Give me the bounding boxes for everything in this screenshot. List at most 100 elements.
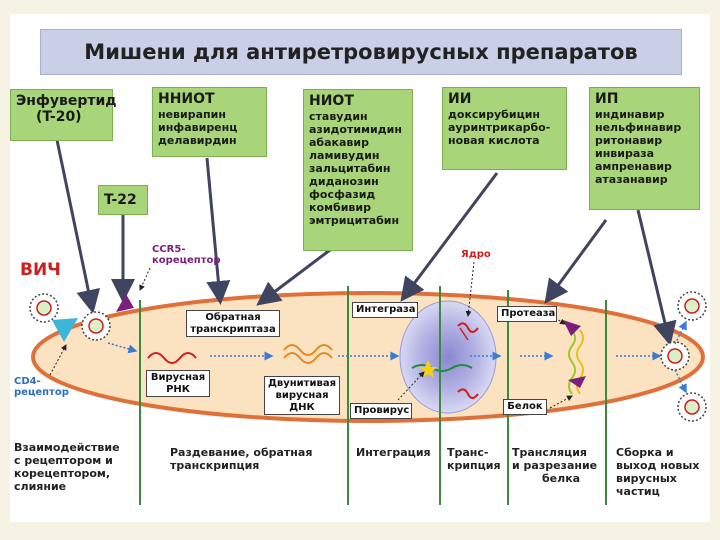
niot-item: ставудин xyxy=(309,110,368,123)
ccr5-coreceptor-shape xyxy=(116,294,134,312)
dsdna-strand-b xyxy=(283,352,333,364)
niot-item: азидотимидин xyxy=(309,123,402,136)
ii-item: доксирубицин xyxy=(448,108,541,121)
stage-line: частиц xyxy=(616,485,660,498)
viral-rna-strand xyxy=(147,352,197,364)
provirus-label: Провирус xyxy=(350,403,412,419)
stage-line: Трансляция xyxy=(512,446,587,459)
release-arrows xyxy=(674,320,687,394)
stage-line: Сборка и xyxy=(616,446,674,459)
stage-line: крипция xyxy=(447,459,501,472)
ip-item: индинавир xyxy=(595,108,665,121)
enfuvirtide-line-2: (T-20) xyxy=(36,109,82,125)
stage-caption-transcription: Транс- крипция xyxy=(447,446,501,472)
hiv-label: ВИЧ xyxy=(20,260,61,280)
protein-shape xyxy=(568,376,586,388)
stage-line: Раздевание, обратная xyxy=(170,446,313,459)
dsdna-label: Двунитивая вирусная ДНК xyxy=(264,376,340,415)
niot-heading: НИОТ xyxy=(309,93,354,109)
stage-line: с рецептором и xyxy=(14,454,113,467)
ip-item: нельфинавир xyxy=(595,121,682,134)
provirus-star xyxy=(418,360,438,378)
nniot-heading: ННИОТ xyxy=(158,91,215,107)
provirus-dna xyxy=(411,364,473,372)
stage-dividers xyxy=(139,286,607,505)
nniot-item: инфавиренц xyxy=(158,121,238,134)
dsdna-label-line: ДНК xyxy=(289,402,315,413)
protease-label: Протеаза xyxy=(497,306,557,322)
ccr5-label-line: CCR5- xyxy=(152,244,186,255)
viral-rna-label: Вирусная РНК xyxy=(146,370,210,397)
ip-item: инвираза xyxy=(595,147,655,160)
drug-box-enfuvirtide: Энфувертид (T-20) xyxy=(10,89,117,141)
dsdna-label-line: Двунитивая xyxy=(268,378,336,389)
cd4-label-line: CD4- xyxy=(14,376,41,387)
page-title: Мишени для антиретровирусных препаратов xyxy=(84,40,638,64)
drug-box-ip: ИП индинавир нельфинавир ритонавир инвир… xyxy=(589,87,700,210)
niot-item: диданозин xyxy=(309,175,379,188)
protease-shape xyxy=(563,320,581,336)
stage-line: Взаимодействие xyxy=(14,441,120,454)
niot-item: эмтрицитабин xyxy=(309,214,400,227)
ip-item: ампренавир xyxy=(595,160,672,173)
drug-box-niot: НИОТ ставудин азидотимидин абакавир лами… xyxy=(303,89,413,251)
stage-caption-integration: Интеграция xyxy=(356,446,431,459)
niot-item: комбивир xyxy=(309,201,371,214)
stage-line: Интеграция xyxy=(356,446,431,459)
stage-line: вирусных xyxy=(616,472,677,485)
cd4-label: CD4- рецептор xyxy=(14,376,69,398)
drug-box-t22: T-22 xyxy=(98,185,148,215)
stage-caption-assembly: Сборка и выход новых вирусных частиц xyxy=(616,446,699,498)
ip-item: атазанавир xyxy=(595,173,668,186)
cd4-receptor-shape xyxy=(52,318,78,342)
transcribed-rna-1 xyxy=(457,322,479,333)
nniot-item: делавирдин xyxy=(158,134,237,147)
drug-arrows xyxy=(55,139,677,346)
rt-label-line: транскриптаза xyxy=(190,324,276,335)
ii-item: ауринтрикарбо- xyxy=(448,121,551,134)
integrase-label: Интеграза xyxy=(352,302,418,318)
nniot-item: невирапин xyxy=(158,108,226,121)
rna-label-line: РНК xyxy=(166,384,190,395)
ccr5-label: CCR5- корецептор xyxy=(152,244,221,266)
new-virion-1 xyxy=(677,291,707,321)
drug-box-ii: ИИ доксирубицин ауринтрикарбо- новая кис… xyxy=(442,87,567,170)
ip-item: ритонавир xyxy=(595,134,663,147)
polyprotein-strand-1 xyxy=(568,329,576,395)
cd4-label-line: рецептор xyxy=(14,387,69,398)
stage-line: и разрезание xyxy=(512,459,598,472)
ip-heading: ИП xyxy=(595,91,619,107)
new-virion-2 xyxy=(660,341,690,371)
t22-label: T-22 xyxy=(104,192,137,208)
protein-label: Белок xyxy=(503,399,547,415)
ii-heading: ИИ xyxy=(448,91,472,107)
stage-line: слияние xyxy=(14,480,67,493)
ccr5-label-line: корецептор xyxy=(152,255,221,266)
drug-box-nniot: ННИОТ невирапин инфавиренц делавирдин xyxy=(152,87,267,157)
stage-line: Транс- xyxy=(447,446,489,459)
transcribed-rna-2 xyxy=(457,388,479,399)
niot-item: зальцитабин xyxy=(309,162,391,175)
new-virion-3 xyxy=(677,392,707,422)
stage-caption-uncoating: Раздевание, обратная транскрипция xyxy=(170,446,312,472)
ii-item: новая кислота xyxy=(448,134,540,147)
title-bar: Мишени для антиретровирусных препаратов xyxy=(40,29,682,75)
stage-line: выход новых xyxy=(616,459,700,472)
rt-label-line: Обратная xyxy=(205,312,261,323)
stage-line: корецептором, xyxy=(14,467,111,480)
annotation-arrows xyxy=(49,261,573,409)
niot-item: абакавир xyxy=(309,136,369,149)
niot-item: ламивудин xyxy=(309,149,380,162)
rna-label-line: Вирусная xyxy=(150,372,206,383)
enfuvirtide-line-1: Энфувертид xyxy=(16,93,117,109)
stage-line: белка xyxy=(542,472,581,485)
stage-line: транскрипция xyxy=(170,459,260,472)
hiv-virion xyxy=(29,293,59,323)
hiv-virion-fusing xyxy=(81,311,111,341)
process-arrows xyxy=(107,342,662,361)
dsdna-strand-a xyxy=(283,344,333,356)
niot-item: фосфазид xyxy=(309,188,376,201)
nucleus-label: Ядро xyxy=(461,249,491,260)
stage-caption-translation: Трансляция и разрезание белка xyxy=(512,446,597,485)
stage-caption-entry: Взаимодействие с рецептором и корецептор… xyxy=(14,441,120,493)
